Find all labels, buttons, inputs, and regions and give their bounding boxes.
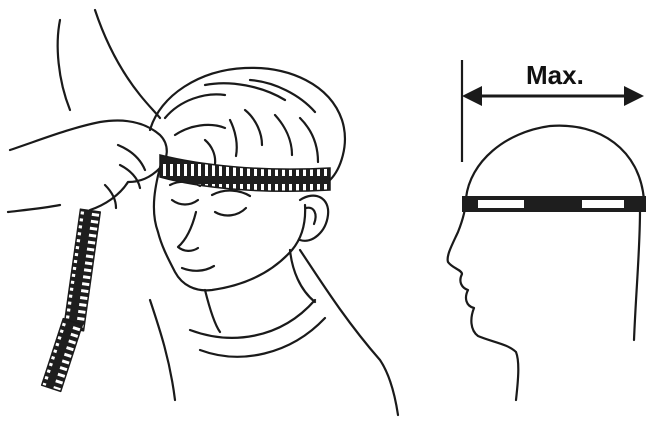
person-being-measured bbox=[8, 10, 398, 415]
arm bbox=[95, 10, 160, 118]
measuring-tape-around-head bbox=[160, 155, 330, 191]
profile-diagram: Max. bbox=[448, 60, 646, 400]
mouth bbox=[182, 266, 214, 271]
head-profile-outline bbox=[448, 126, 644, 400]
profile-tape-band bbox=[462, 196, 646, 212]
left-eye bbox=[172, 200, 198, 205]
nose bbox=[178, 212, 198, 251]
measuring-tape-hanging bbox=[64, 209, 101, 331]
neck bbox=[205, 250, 315, 332]
right-eye bbox=[215, 208, 246, 215]
max-label: Max. bbox=[526, 60, 584, 90]
hand bbox=[8, 121, 167, 212]
sweater-outline bbox=[150, 250, 398, 415]
